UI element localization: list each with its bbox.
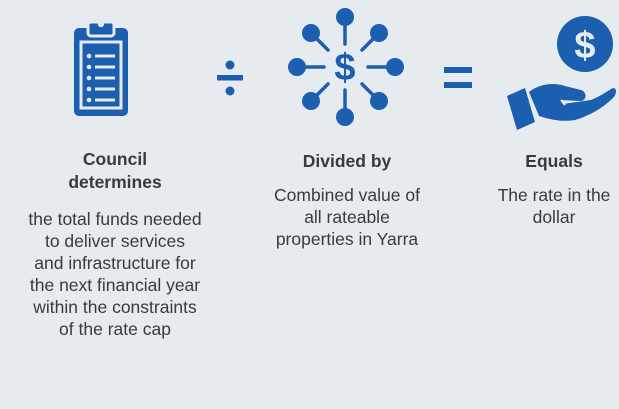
equals-operator: = (444, 66, 472, 95)
svg-text:$: $ (574, 25, 595, 67)
step-2-title: Divided by (302, 151, 392, 171)
step-3-body: The rate in the dollar (497, 185, 611, 227)
svg-text:$: $ (334, 47, 355, 89)
step-2-body: Combined value of all rateable propertie… (274, 185, 420, 249)
clipboard-icon (68, 18, 134, 118)
money-network-icon: $ (282, 6, 412, 128)
hand-coin-icon: $ (505, 12, 617, 136)
step-1-body: the total funds needed to deliver servic… (28, 209, 202, 339)
step-1-title: Council determines (68, 149, 162, 192)
step-3-title: Equals (525, 151, 583, 171)
divide-operator: ÷ (214, 58, 246, 103)
